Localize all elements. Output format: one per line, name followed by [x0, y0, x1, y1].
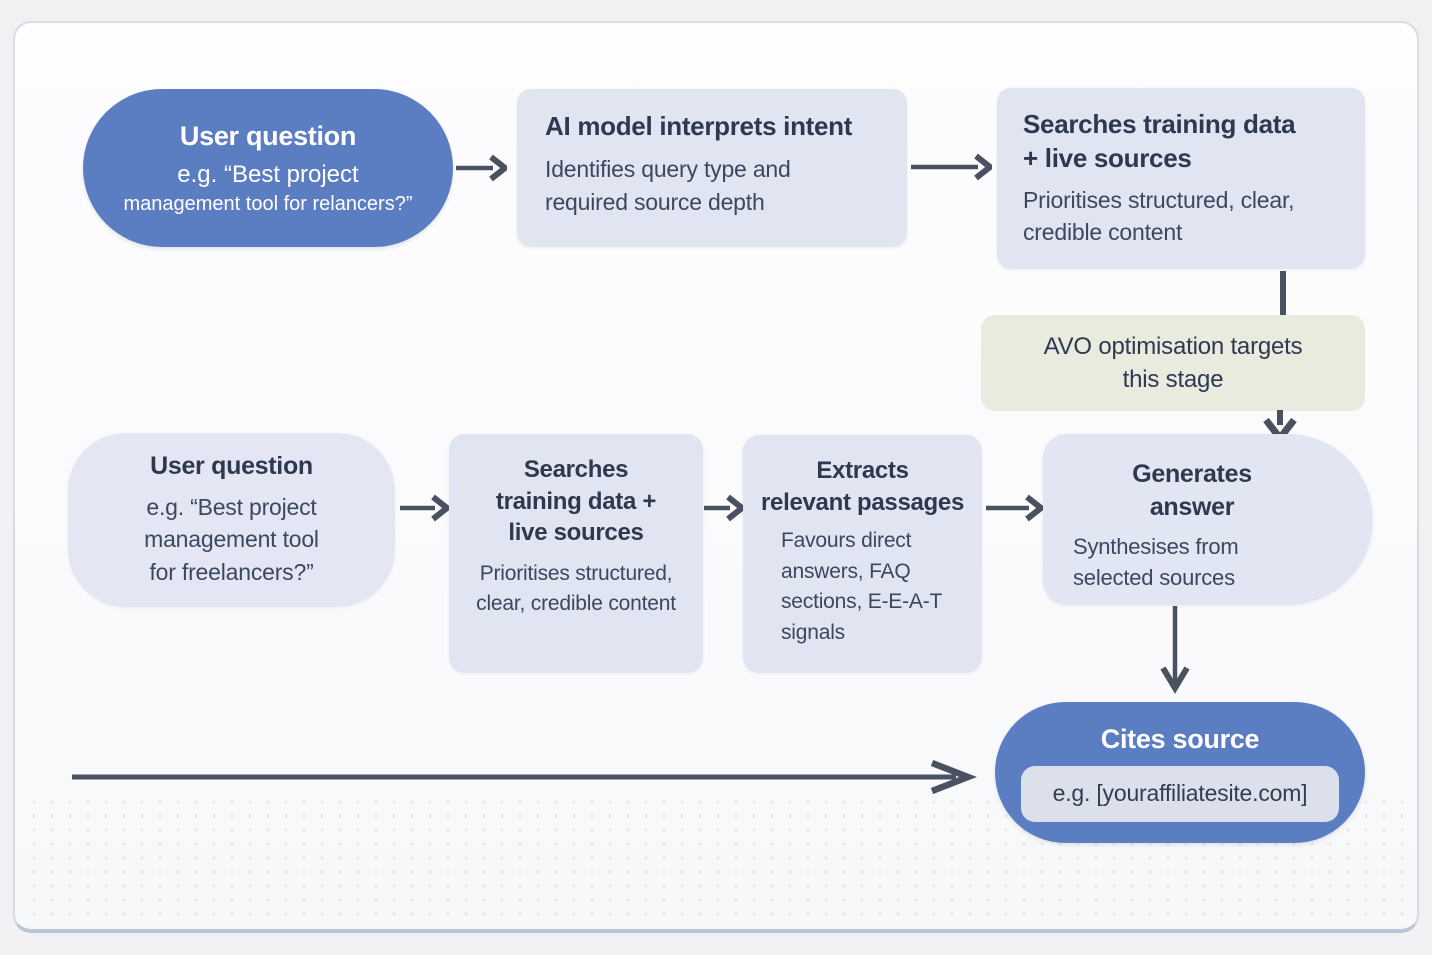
node-title-line: Searches training data [1023, 109, 1296, 139]
node-title: User question [150, 452, 313, 481]
node-example-line: management tool for relancers?” [123, 192, 413, 215]
node-body-line: clear, credible content [476, 591, 676, 615]
cited-url-chip: e.g. [youraffiliatesite.com] [1021, 765, 1339, 822]
node-title-line: + live sources [1023, 142, 1192, 173]
node-searches-sources-bottom: Searches training data + live sources Pr… [449, 434, 703, 673]
arrow-down-icon [1160, 606, 1190, 694]
node-title-line: training data + [495, 487, 657, 515]
arrow-right-icon [400, 494, 449, 522]
node-example-line: e.g. “Best project [146, 494, 317, 521]
avo-note-line: AVO optimisation targets [1043, 332, 1303, 360]
node-title-line: Generates [1132, 460, 1252, 488]
node-searches-sources-top: Searches training data + live sources Pr… [997, 88, 1365, 269]
node-body-line: sections, E-E-A-T [781, 590, 943, 614]
arrow-right-icon [986, 494, 1043, 522]
node-body-line: Prioritises structured, [479, 562, 673, 586]
node-title: AI model interprets intent [545, 111, 853, 141]
node-title-line: relevant passages [760, 488, 965, 516]
arrow-right-long-icon [72, 760, 977, 794]
node-body-line: answers, FAQ [781, 559, 911, 583]
node-title-line: Extracts [816, 457, 909, 484]
node-title-line: live sources [508, 519, 644, 547]
node-generates-answer: Generates answer Synthesises from select… [1043, 434, 1373, 605]
node-body-line: Favours direct [781, 529, 912, 553]
arrow-right-icon [704, 494, 744, 522]
node-title: Cites source [1100, 723, 1260, 754]
node-title-line: answer [1149, 492, 1235, 521]
node-body-line: Synthesises from [1073, 534, 1239, 559]
node-user-question-top: User question e.g. “Best project managem… [83, 89, 453, 247]
node-interprets-intent: AI model interprets intent Identifies qu… [517, 89, 907, 247]
node-example-line: for freelancers?” [149, 558, 314, 585]
arrow-right-icon [456, 154, 507, 182]
node-example-line: e.g. “Best project [177, 160, 359, 188]
node-example-line: management tool [144, 526, 319, 553]
node-user-question-bottom: User question e.g. “Best project managem… [68, 433, 395, 607]
node-avo-note: AVO optimisation targets this stage [981, 315, 1365, 411]
arrow-right-icon [911, 153, 992, 181]
node-body-line: Prioritises structured, clear, [1023, 186, 1295, 213]
avo-note-line: this stage [1122, 366, 1224, 393]
node-extracts-passages: Extracts relevant passages Favours direc… [743, 435, 982, 673]
node-body-line: required source depth [545, 189, 765, 216]
connector-line-down [1280, 271, 1286, 317]
node-body-line: selected sources [1073, 564, 1235, 590]
node-body-line: Identifies query type and [545, 156, 791, 182]
node-title-line: Searches [523, 456, 629, 483]
node-cites-source: Cites source e.g. [youraffiliatesite.com… [995, 702, 1365, 843]
cited-url-text: e.g. [youraffiliatesite.com] [1052, 780, 1308, 806]
node-body-line: credible content [1023, 219, 1183, 246]
node-title: User question [179, 120, 357, 151]
node-body-line: signals [781, 620, 845, 644]
